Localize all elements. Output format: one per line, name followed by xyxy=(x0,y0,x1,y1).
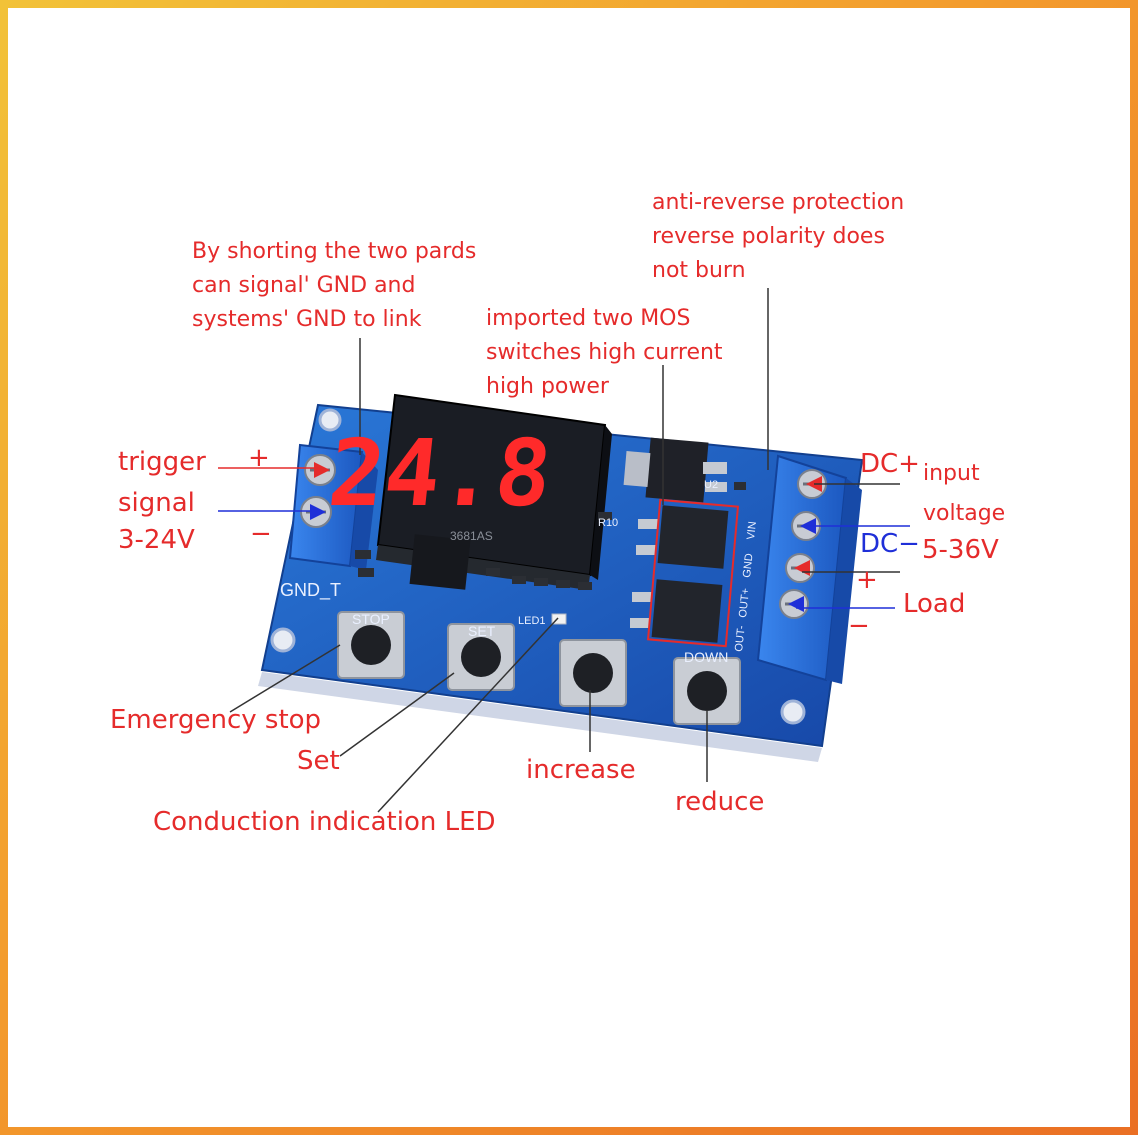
mos-note: imported two MOS switches high current h… xyxy=(486,306,723,399)
led1-indicator xyxy=(551,613,567,625)
smd-components xyxy=(355,482,746,590)
set-label: Set xyxy=(297,746,340,776)
emergency-stop-label: Emergency stop xyxy=(110,705,322,735)
silk-out-plus: OUT+ xyxy=(737,588,752,619)
dc-minus-label: DC− xyxy=(860,529,920,559)
leader-lines xyxy=(218,288,910,813)
mounting-hole xyxy=(270,627,296,653)
signal-range-label: 3-24V xyxy=(118,525,195,555)
silk-u2: U2 xyxy=(704,479,718,491)
reverse-protection-note: anti-reverse protection reverse polarity… xyxy=(652,190,905,283)
up-button xyxy=(559,639,627,707)
mounting-hole xyxy=(780,699,806,725)
gnd-link-note: By shorting the two pards can signal' GN… xyxy=(192,239,477,332)
optocoupler-chip xyxy=(409,534,471,590)
mounting-hole xyxy=(318,408,342,432)
input-range-label: 5-36V xyxy=(922,535,999,565)
board-shadow xyxy=(258,672,822,762)
silk-gnd: GND xyxy=(741,553,755,579)
voltage-regulator-u2 xyxy=(623,437,727,503)
reduce-label: reduce xyxy=(675,787,765,817)
display-digits: 24.8 xyxy=(324,419,557,527)
increase-label: increase xyxy=(526,755,636,785)
load-minus-label: − xyxy=(848,611,870,641)
input-label: input xyxy=(923,461,980,486)
stop-button xyxy=(337,611,405,679)
trigger-plus-label: + xyxy=(248,443,270,473)
voltage-label: voltage xyxy=(923,501,1006,526)
load-plus-label: + xyxy=(856,565,878,595)
silk-led1: LED1 xyxy=(518,615,546,627)
silk-r10: R10 xyxy=(598,517,618,529)
silk-down: DOWN xyxy=(684,649,728,665)
trigger-minus-arrow xyxy=(310,504,326,520)
trigger-minus-label: − xyxy=(250,519,272,549)
silk-set: SET xyxy=(468,623,496,639)
signal-label: signal xyxy=(118,488,195,518)
mos-transistors xyxy=(630,498,740,648)
silk-vin: VIN xyxy=(745,521,759,541)
silk-gnd-t: GND_T xyxy=(280,580,341,601)
silk-stop: STOP xyxy=(352,611,390,627)
silk-out-minus: OUT- xyxy=(733,625,748,653)
silk-display-part: 3681AS xyxy=(450,529,493,543)
trigger-label: trigger xyxy=(118,447,206,477)
dc-plus-label: DC+ xyxy=(860,449,920,479)
set-button xyxy=(447,623,515,691)
down-button xyxy=(673,657,741,725)
load-label: Load xyxy=(903,589,966,619)
conduction-led-label: Conduction indication LED xyxy=(153,807,496,837)
trigger-plus-arrow xyxy=(314,462,330,478)
